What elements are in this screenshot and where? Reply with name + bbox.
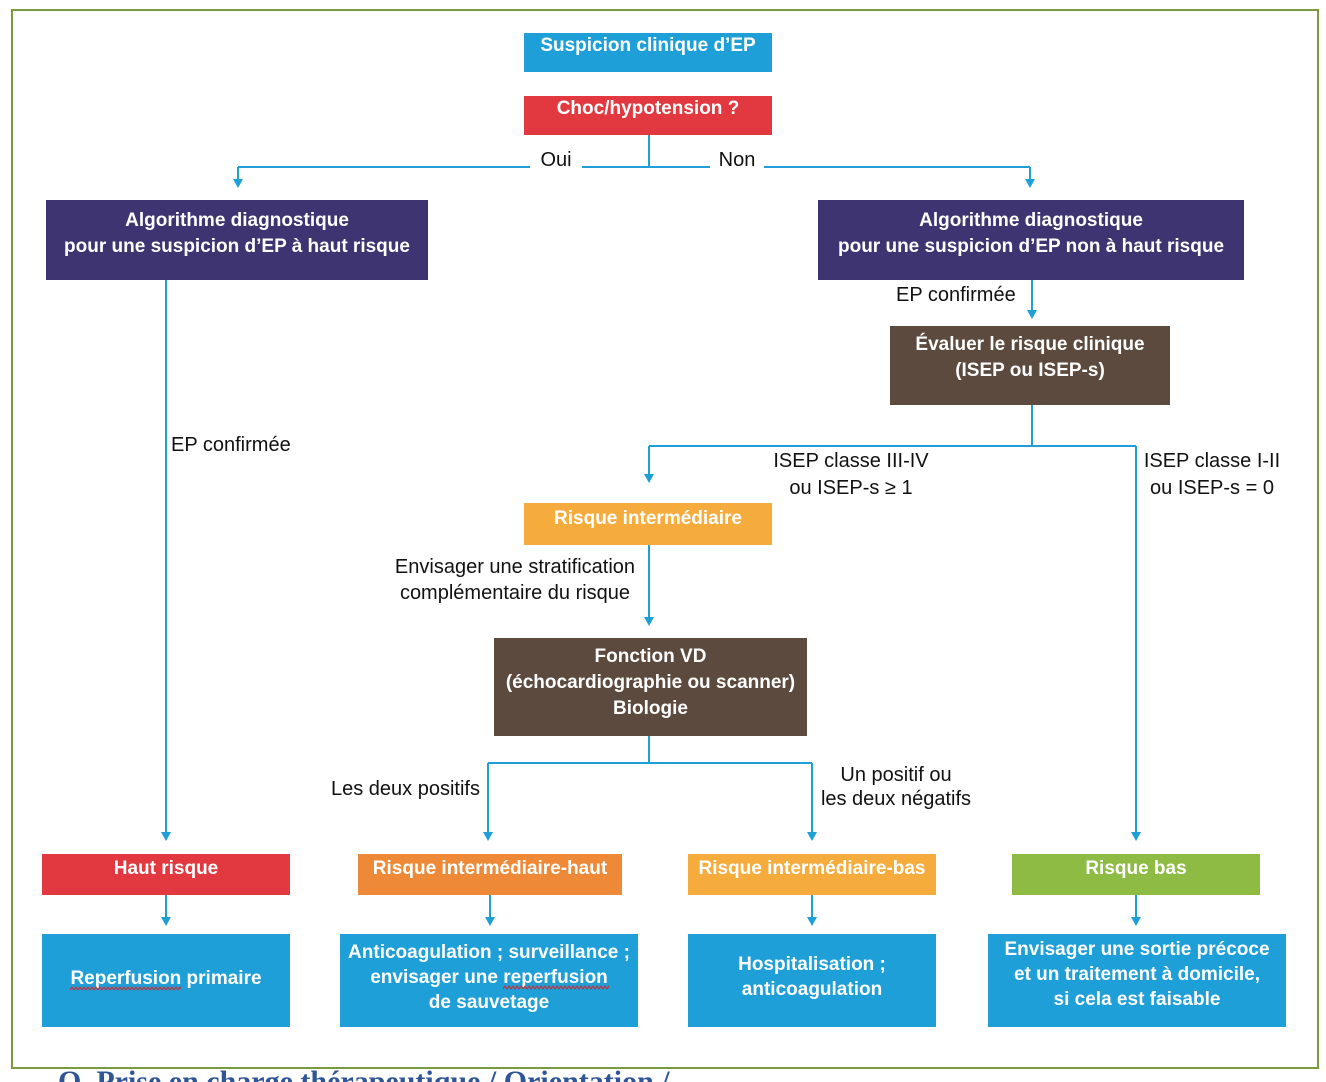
- edge-label-yes: Oui: [530, 147, 582, 173]
- edge-label-line: les deux négatifs: [820, 788, 972, 810]
- arrowhead-high-risk-confirmed: [161, 832, 171, 841]
- node-label: anticoagulation: [741, 979, 883, 1000]
- node-label: Choc/hypotension ?: [556, 98, 740, 119]
- arrowhead-one-positive: [807, 832, 817, 841]
- node-label: et un traitement à domicile,: [1014, 964, 1260, 985]
- section-heading: Q. Prise en charge thérapeutique / Orien…: [58, 1067, 858, 1082]
- edge-label-line: Un positif ou: [840, 764, 952, 786]
- node-algorithm-not-high-risk: Algorithme diagnostique pour une suspici…: [818, 200, 1244, 280]
- edge-label-pe-confirmed-left: EP confirmée: [171, 434, 291, 456]
- arrowhead-intermediate-low-outcome: [807, 917, 817, 926]
- node-clinical-risk-assessment: Évaluer le risque clinique (ISEP ou ISEP…: [890, 326, 1170, 405]
- spellcheck-underline: [503, 985, 609, 990]
- node-label: Haut risque: [113, 858, 219, 879]
- edge-label-further-stratification: Envisager une stratification complémenta…: [385, 554, 645, 606]
- node-label: Évaluer le risque clinique: [915, 334, 1145, 355]
- node-intermediate-high-risk: Risque intermédiaire-haut: [358, 854, 622, 895]
- node-label: Risque intermédiaire-bas: [698, 858, 926, 879]
- node-label: pour une suspicion d’EP à haut risque: [64, 236, 410, 257]
- node-label: Suspicion clinique d’EP: [540, 35, 756, 56]
- node-label: Anticoagulation ; surveillance ;: [348, 942, 630, 963]
- node-label: pour une suspicion d’EP non à haut risqu…: [837, 236, 1225, 257]
- edge-label-line: ISEP classe III-IV: [773, 450, 929, 472]
- node-rv-function: Fonction VD (échocardiographie ou scanne…: [494, 638, 807, 736]
- arrowhead-low-risk-outcome: [1131, 917, 1141, 926]
- node-label: Biologie: [613, 698, 688, 719]
- edge-label-isep-low: ISEP classe I-II ou ISEP-s = 0: [1137, 448, 1287, 502]
- arrowhead-intermediate-down: [644, 617, 654, 626]
- node-shock-hypotension: Choc/hypotension ?: [524, 96, 772, 135]
- node-label: envisager une reperfusion: [370, 967, 608, 988]
- node-label: Reperfusion primaire: [70, 968, 262, 989]
- edge-label-line: ISEP classe I-II: [1143, 450, 1281, 472]
- spellcheck-underline: [70, 986, 181, 991]
- node-label: Algorithme diagnostique: [125, 210, 349, 231]
- node-label: Risque intermédiaire-haut: [372, 858, 608, 879]
- node-high-risk: Haut risque: [42, 854, 290, 895]
- edge-label-pe-confirmed-right: EP confirmée: [896, 284, 1016, 306]
- edge-label-line: ou ISEP-s = 0: [1150, 477, 1274, 499]
- node-algorithm-high-risk: Algorithme diagnostique pour une suspici…: [46, 200, 428, 280]
- arrowhead-not-high-risk-confirmed: [1027, 310, 1037, 319]
- node-label: (ISEP ou ISEP-s): [955, 360, 1105, 381]
- edge-label-line: complémentaire du risque: [399, 582, 631, 604]
- arrowhead-isep-high: [644, 474, 654, 483]
- node-clinical-suspicion: Suspicion clinique d’EP: [524, 33, 772, 72]
- node-primary-reperfusion: Reperfusion primaire: [42, 934, 290, 1027]
- arrowhead-yes: [233, 179, 243, 188]
- edge-label-no: Non: [710, 147, 764, 173]
- node-early-discharge: Envisager une sortie précoce et un trait…: [988, 934, 1286, 1027]
- edge-label-line: ou ISEP-s ≥ 1: [789, 477, 913, 499]
- node-label: Risque bas: [1085, 858, 1187, 879]
- node-label: Fonction VD: [594, 646, 707, 667]
- edge-label-one-positive: Un positif ou les deux négatifs: [816, 763, 976, 811]
- node-intermediate-low-risk: Risque intermédiaire-bas: [688, 854, 936, 895]
- edge-label-isep-high: ISEP classe III-IV ou ISEP-s ≥ 1: [761, 448, 941, 502]
- node-label: Hospitalisation ;: [738, 954, 886, 975]
- arrowhead-intermediate-high-outcome: [485, 917, 495, 926]
- edge-label-line: Envisager une stratification: [394, 556, 636, 578]
- arrowhead-both-positive: [483, 832, 493, 841]
- node-low-risk: Risque bas: [1012, 854, 1260, 895]
- node-label: de sauvetage: [428, 992, 550, 1013]
- node-hospitalisation: Hospitalisation ; anticoagulation: [688, 934, 936, 1027]
- node-anticoagulation-surveillance: Anticoagulation ; surveillance ; envisag…: [340, 934, 638, 1027]
- node-label: (échocardiographie ou scanner): [505, 672, 796, 693]
- arrowhead-no: [1025, 179, 1035, 188]
- diagram-frame: [11, 9, 1319, 1069]
- node-label: si cela est faisable: [1053, 989, 1221, 1010]
- arrowhead-high-risk-outcome: [161, 917, 171, 926]
- node-label: Risque intermédiaire: [554, 508, 742, 529]
- node-label: Envisager une sortie précoce: [1004, 939, 1270, 960]
- arrowhead-isep-low: [1131, 832, 1141, 841]
- node-intermediate-risk: Risque intermédiaire: [524, 503, 772, 545]
- node-label: Algorithme diagnostique: [919, 210, 1143, 231]
- edge-label-both-positive: Les deux positifs: [331, 778, 480, 800]
